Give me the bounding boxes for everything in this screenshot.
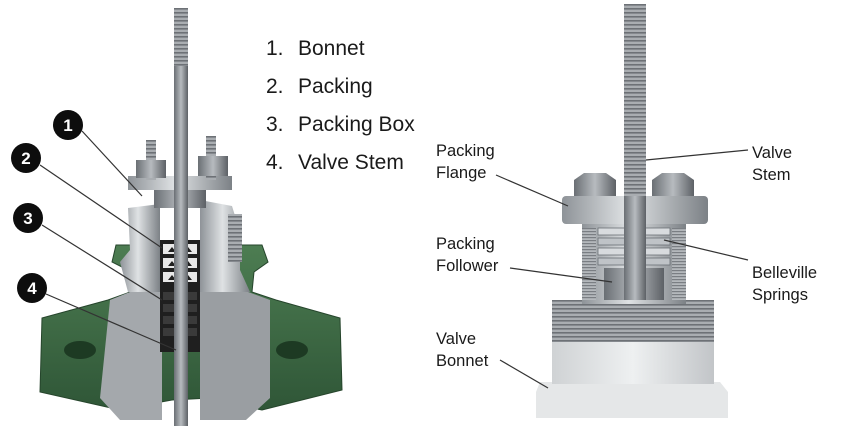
marker-4: 4: [17, 273, 47, 303]
callout-packing-follower: Packing Follower: [436, 233, 498, 277]
valve-bonnet-base: [536, 382, 728, 418]
callout-line: Stem: [752, 166, 791, 184]
left-valve-cutaway: 1 2 3 4: [11, 8, 343, 426]
flange-nut-left: [574, 173, 616, 196]
left-leader-lines: [39, 130, 177, 351]
body-section-cut: [100, 292, 162, 420]
callout-belleville-springs: Belleville Springs: [752, 262, 817, 306]
callout-line: Belleville: [752, 264, 818, 282]
marker-4-label: 4: [27, 279, 37, 298]
marker-1-label: 1: [63, 116, 72, 135]
bonnet-right: [200, 200, 250, 292]
callout-line: Valve: [752, 144, 793, 162]
right-leader-lines: [495, 149, 749, 389]
callout-line: Bonnet: [436, 352, 489, 370]
packing-box-thread-left: [582, 228, 596, 300]
marker-3: 3: [13, 203, 43, 233]
flange-bolt-hole-right: [276, 341, 308, 359]
legend-number: 2.: [266, 75, 284, 98]
marker-1: 1: [53, 110, 83, 140]
legend-number: 4.: [266, 151, 284, 174]
nut-left: [136, 160, 166, 178]
legend-item-1: 1. Bonnet: [266, 30, 456, 68]
body-section-cut-right: [200, 292, 270, 420]
callout-line: Packing: [436, 142, 495, 160]
legend-number: 3.: [266, 113, 284, 136]
callout-valve-stem: Valve Stem: [752, 142, 792, 186]
valve-stem-shaft: [624, 196, 646, 300]
legend-item-4: 4. Valve Stem: [266, 144, 456, 182]
right-valve-assembly: [495, 4, 749, 418]
legend-number: 1.: [266, 37, 284, 60]
callout-valve-bonnet: Valve Bonnet: [436, 328, 488, 372]
callout-line: Packing: [436, 235, 495, 253]
bonnet-thread: [228, 214, 242, 262]
legend-label: Valve Stem: [298, 151, 404, 174]
callout-line: Valve: [436, 330, 477, 348]
valve-stem-right: [624, 4, 646, 196]
marker-2: 2: [11, 143, 41, 173]
valve-stem-thread: [174, 8, 188, 66]
callout-line: Flange: [436, 164, 487, 182]
valve-bonnet-body: [552, 340, 714, 384]
legend-item-3: 3. Packing Box: [266, 106, 456, 144]
nut-right: [198, 156, 228, 176]
legend-label: Packing: [298, 75, 373, 98]
callout-line: Springs: [752, 286, 808, 304]
legend-item-2: 2. Packing: [266, 68, 456, 106]
bonnet-threaded-section: [552, 300, 714, 342]
marker-2-label: 2: [21, 149, 30, 168]
callout-packing-flange: Packing Flange: [436, 140, 495, 184]
packing-box-thread-right: [672, 228, 686, 300]
parts-legend: 1. Bonnet 2. Packing 3. Packing Box 4. Valve…: [266, 30, 456, 182]
callout-line: Follower: [436, 257, 499, 275]
marker-3-label: 3: [23, 209, 32, 228]
flange-bolt-hole-left: [64, 341, 96, 359]
legend-label: Bonnet: [298, 37, 365, 60]
flange-nut-right: [652, 173, 694, 196]
valve-stem: [174, 60, 188, 426]
legend-label: Packing Box: [298, 113, 415, 136]
